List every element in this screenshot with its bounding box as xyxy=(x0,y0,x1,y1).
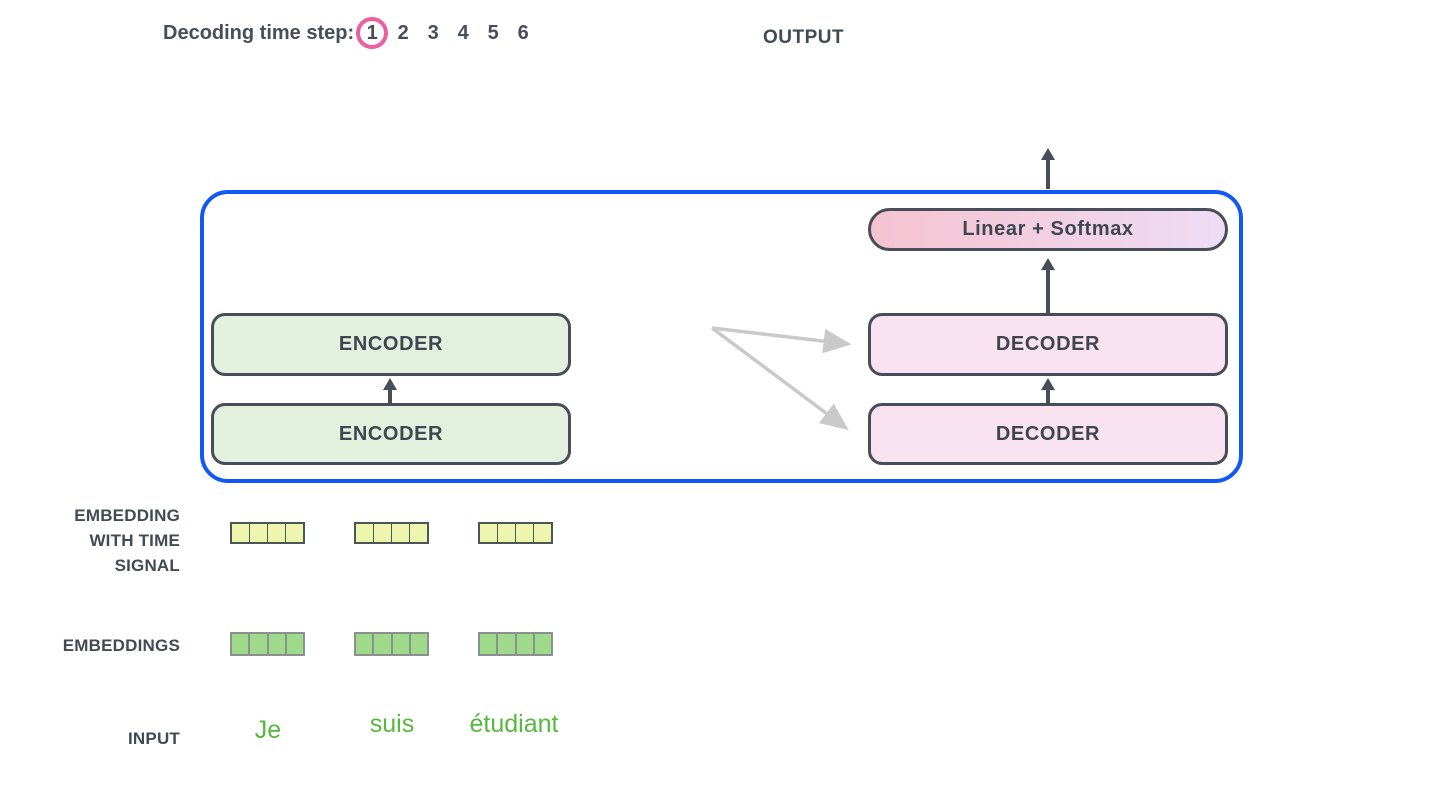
encoder-block-bottom: ENCODER xyxy=(211,403,571,465)
step-4[interactable]: 4 xyxy=(457,21,469,44)
encoder-stack-arrow-icon xyxy=(383,378,397,403)
decoder-block-top: DECODER xyxy=(868,313,1228,376)
arrow-shaft xyxy=(1046,390,1050,403)
arrow-head xyxy=(1041,148,1055,160)
linear-softmax-block: Linear + Softmax xyxy=(868,208,1228,251)
arrow-shaft xyxy=(1046,270,1050,313)
input-token-je: Je xyxy=(254,716,282,744)
arrow-shaft xyxy=(388,390,392,403)
encoder-to-decoder-arrows-icon xyxy=(710,326,852,431)
arrow-shaft xyxy=(1046,160,1050,189)
arrow-head xyxy=(1041,258,1055,270)
embedding-vector-3 xyxy=(478,632,553,656)
step-1[interactable]: 1 xyxy=(356,17,389,49)
embeddings-label: EMBEDDINGS xyxy=(62,636,180,655)
embedding-vector-2 xyxy=(354,632,429,656)
output-label: OUTPUT xyxy=(763,27,845,48)
transformer-model-box xyxy=(200,190,1243,483)
time-signal-vector-2 xyxy=(354,522,429,544)
input-token-suis: suis xyxy=(369,710,415,738)
input-label: INPUT xyxy=(128,729,180,748)
time-signal-vector-3 xyxy=(478,522,553,544)
embedding-vector-1 xyxy=(230,632,305,656)
decoder-to-linear-arrow-icon xyxy=(1041,258,1055,313)
decoder-block-bottom: DECODER xyxy=(868,403,1228,465)
output-arrow-icon xyxy=(1041,148,1055,189)
decoding-time-step-label: Decoding time step: xyxy=(163,21,355,44)
embedding-with-time-signal-label: EMBEDDING WITH TIME SIGNAL xyxy=(74,506,180,575)
step-3[interactable]: 3 xyxy=(427,21,439,44)
encoder-block-top: ENCODER xyxy=(211,313,571,376)
step-6[interactable]: 6 xyxy=(517,21,529,44)
arrow-head xyxy=(383,378,397,390)
decoder-stack-arrow-icon xyxy=(1041,378,1055,403)
input-token-etudiant: étudiant xyxy=(469,710,559,738)
arrow-head xyxy=(1041,378,1055,390)
time-signal-vector-1 xyxy=(230,522,305,544)
step-2[interactable]: 2 xyxy=(397,21,409,44)
decoding-time-step-control: Decoding time step: 1 2 3 4 5 6 xyxy=(163,17,538,49)
step-5[interactable]: 5 xyxy=(487,21,499,44)
